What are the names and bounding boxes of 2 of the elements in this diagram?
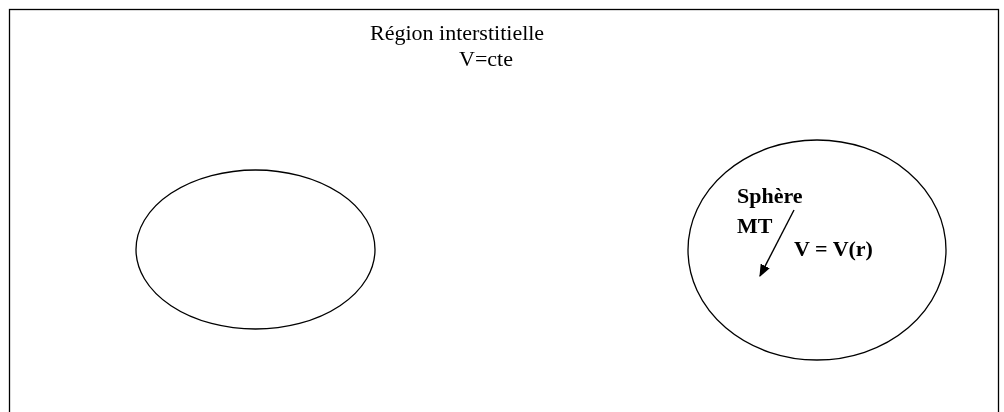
region-label: V=cte — [459, 45, 513, 73]
region-label: Région interstitielle — [370, 19, 545, 47]
